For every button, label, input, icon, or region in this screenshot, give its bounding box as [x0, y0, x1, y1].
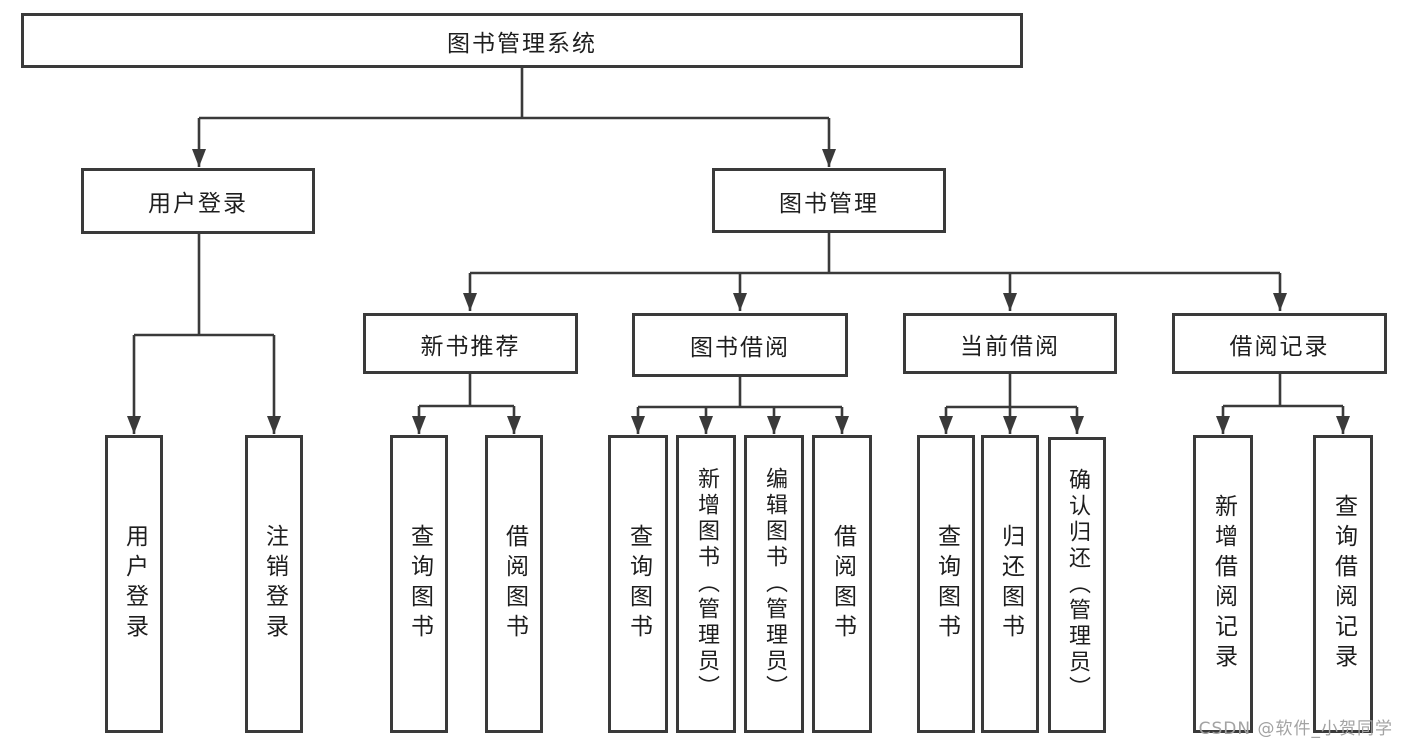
leaf-confirm-return-admin: 确认归还（管理员）	[1048, 437, 1106, 733]
leaf-label: 确认归还（管理员）	[1065, 468, 1090, 702]
leaf-query-book-borrow: 查询图书	[608, 435, 668, 733]
leaf-query-book-recommend: 查询图书	[390, 435, 448, 733]
leaf-label: 借阅图书	[501, 524, 528, 644]
leaf-add-borrow-record: 新增借阅记录	[1193, 435, 1253, 733]
node-label: 借阅记录	[1229, 333, 1330, 360]
node-book-management: 图书管理	[712, 168, 946, 233]
leaf-label: 注销登录	[261, 524, 288, 644]
leaf-label: 借阅图书	[829, 524, 856, 644]
node-book-borrow: 图书借阅	[632, 313, 848, 377]
node-label: 图书借阅	[690, 335, 790, 361]
leaf-logout: 注销登录	[245, 435, 303, 733]
leaf-borrow-book: 借阅图书	[812, 435, 872, 733]
node-borrow-record: 借阅记录	[1172, 313, 1387, 374]
node-current-borrow: 当前借阅	[903, 313, 1117, 374]
leaf-label: 新增图书（管理员）	[694, 467, 719, 701]
leaf-label: 查询图书	[933, 524, 960, 644]
leaf-label: 查询借阅记录	[1330, 494, 1357, 674]
leaf-user-login: 用户登录	[105, 435, 163, 733]
node-label: 图书管理系统	[447, 30, 597, 57]
leaf-label: 查询图书	[406, 524, 433, 644]
leaf-label: 新增借阅记录	[1210, 494, 1237, 674]
node-label: 当前借阅	[960, 333, 1060, 360]
leaf-borrow-book-recommend: 借阅图书	[485, 435, 543, 733]
leaf-edit-book-admin: 编辑图书（管理员）	[744, 435, 804, 733]
node-label: 新书推荐	[420, 333, 521, 360]
leaf-return-book: 归还图书	[981, 435, 1039, 733]
leaf-label: 编辑图书（管理员）	[762, 467, 787, 701]
leaf-label: 用户登录	[121, 524, 148, 644]
node-root-system: 图书管理系统	[21, 13, 1023, 68]
node-new-book-recommend: 新书推荐	[363, 313, 578, 374]
leaf-add-book-admin: 新增图书（管理员）	[676, 435, 736, 733]
node-user-login: 用户登录	[81, 168, 315, 234]
node-label: 用户登录	[148, 191, 248, 217]
node-label: 图书管理	[779, 190, 879, 217]
leaf-query-borrow-record: 查询借阅记录	[1313, 435, 1373, 733]
leaf-label: 查询图书	[625, 524, 652, 644]
leaf-label: 归还图书	[997, 524, 1024, 644]
leaf-query-book-current: 查询图书	[917, 435, 975, 733]
csdn-watermark: CSDN @软件_小贺同学	[1198, 719, 1393, 739]
